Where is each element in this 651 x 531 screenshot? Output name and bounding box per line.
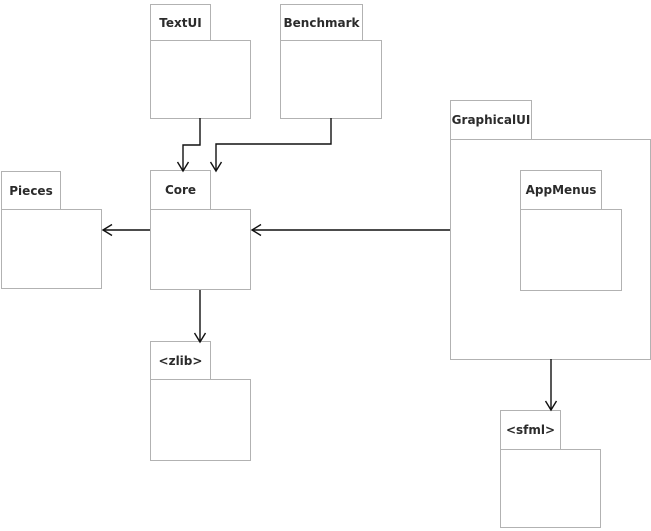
arrow-graphicalui-to-sfml[interactable] bbox=[544, 359, 558, 412]
package-label: TextUI bbox=[159, 15, 202, 30]
package-tab: Pieces bbox=[1, 171, 61, 210]
package-label: AppMenus bbox=[525, 183, 597, 197]
arrowhead-left-icon bbox=[250, 223, 262, 237]
arrowhead-down-icon bbox=[544, 400, 558, 412]
arrow-core-to-zlib[interactable] bbox=[193, 290, 207, 344]
package-body bbox=[1, 209, 102, 289]
package-body bbox=[150, 209, 251, 290]
package-label: Pieces bbox=[9, 183, 53, 198]
package-tab: GraphicalUI bbox=[450, 100, 532, 140]
package-label: Benchmark bbox=[283, 15, 360, 30]
package-tab: <zlib> bbox=[150, 341, 211, 380]
package-label: <zlib> bbox=[158, 353, 203, 368]
package-tab: Core bbox=[150, 170, 211, 210]
arrowhead-left-icon bbox=[101, 223, 113, 237]
package-tab: <sfml> bbox=[500, 410, 561, 450]
arrow-textui-to-core[interactable] bbox=[176, 118, 201, 173]
package-body bbox=[520, 209, 622, 291]
package-tab: TextUI bbox=[150, 4, 211, 41]
package-body bbox=[500, 449, 601, 528]
package-label: GraphicalUI bbox=[451, 113, 531, 127]
package-tab: AppMenus bbox=[520, 170, 602, 210]
arrow-benchmark-to-core[interactable] bbox=[209, 118, 332, 173]
package-body bbox=[280, 40, 382, 119]
arrowhead-down-icon bbox=[209, 161, 223, 173]
package-tab: Benchmark bbox=[280, 4, 363, 41]
package-body bbox=[150, 40, 251, 119]
package-body bbox=[150, 379, 251, 461]
arrow-graphicalui-to-core[interactable] bbox=[250, 223, 450, 237]
arrow-core-to-pieces[interactable] bbox=[101, 223, 150, 237]
package-label: <sfml> bbox=[505, 423, 556, 437]
package-label: Core bbox=[164, 183, 197, 197]
